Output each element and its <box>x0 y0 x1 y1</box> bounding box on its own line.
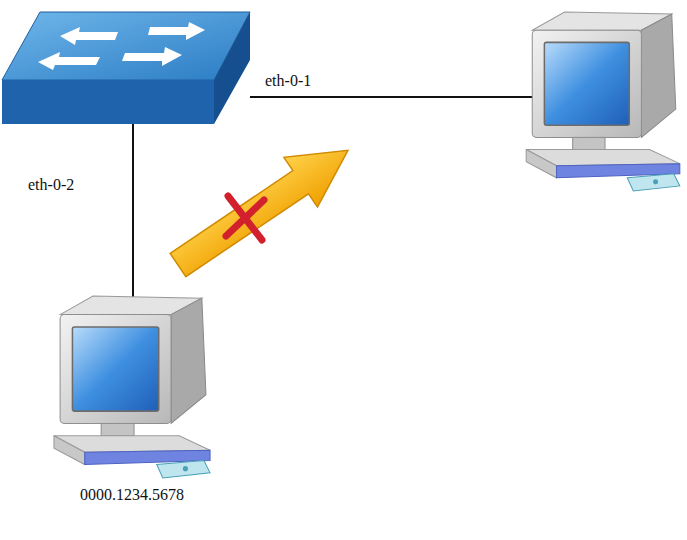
mac-address: 0000.1234.5678 <box>46 482 218 504</box>
pc-icon-art <box>522 8 684 195</box>
network-cable <box>132 124 134 304</box>
cross-stroke <box>226 200 264 236</box>
switch-icon <box>0 10 252 128</box>
red-cross <box>226 196 264 240</box>
pc-icon-art <box>48 292 216 482</box>
blocked-arrow <box>161 125 365 289</box>
switch-icon-shape <box>2 12 250 124</box>
switch-icon-art <box>0 10 252 128</box>
pc-icon: 0000.1234.5678 <box>46 292 218 504</box>
pc-icon-shape <box>54 296 210 478</box>
port-label: eth-0-2 <box>26 176 76 194</box>
port-label: eth-0-1 <box>263 72 313 90</box>
pc-icon <box>522 8 684 195</box>
pc-icon-shape <box>526 12 680 191</box>
network-cable <box>250 96 536 98</box>
yellow-arrow <box>161 125 365 289</box>
